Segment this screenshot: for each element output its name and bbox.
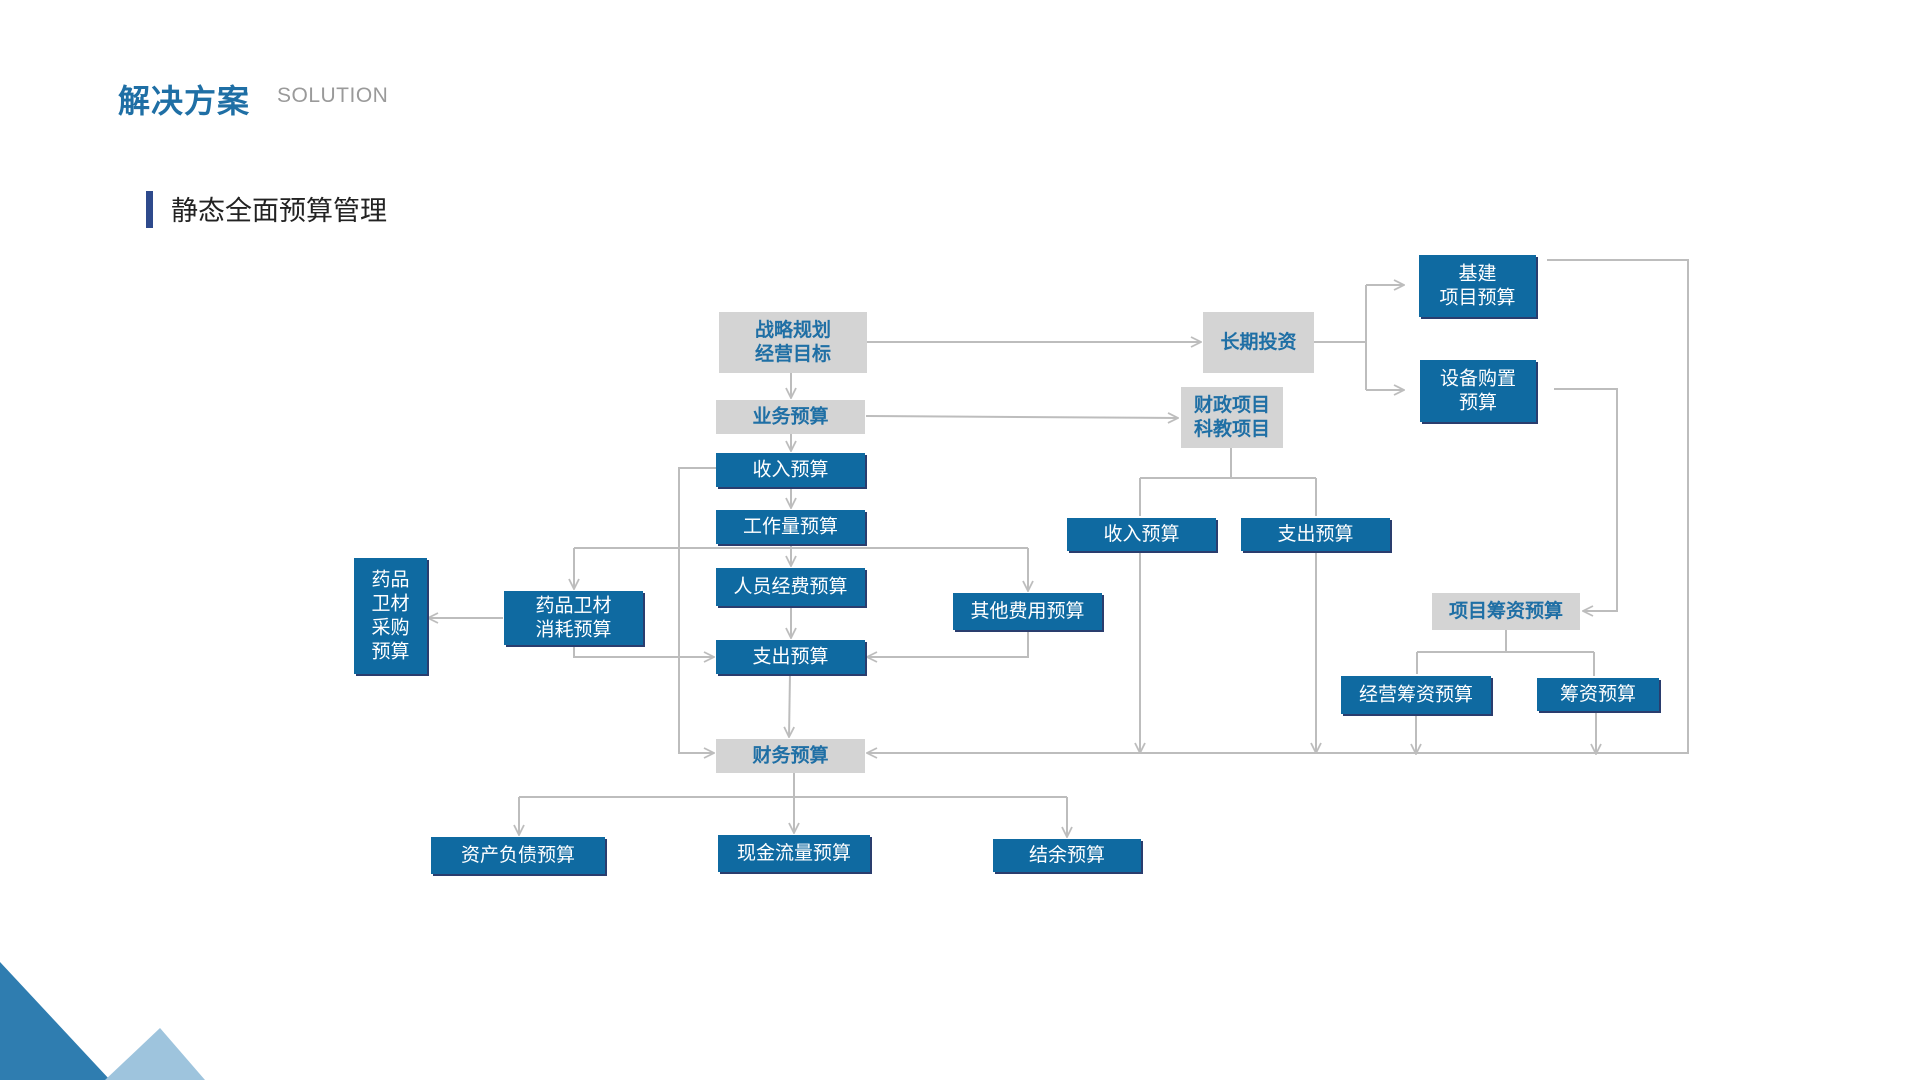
node-box (1341, 676, 1491, 714)
node-shouru: 收入预算 (716, 453, 867, 489)
node-renyuan: 人员经费预算 (716, 568, 867, 608)
node-box (1203, 312, 1314, 373)
node-box (1241, 518, 1390, 551)
node-label: 财务预算 (752, 743, 828, 766)
header-subtitle: SOLUTION (277, 84, 389, 107)
node-label: 工作量预算 (743, 515, 838, 537)
node-label: 收入预算 (1103, 523, 1179, 545)
corner-decoration (0, 962, 205, 1080)
node-box (716, 739, 865, 773)
node-label: 收入预算 (752, 458, 828, 480)
diagram-nodes: 战略规划经营目标业务预算收入预算工作量预算人员经费预算支出预算财务预算药品卫材消… (354, 255, 1661, 876)
node-xiangmu: 项目筹资预算 (1432, 593, 1580, 630)
node-yewu: 业务预算 (716, 400, 865, 434)
node-label: 药品 (371, 568, 409, 590)
node-gongzuo: 工作量预算 (716, 510, 867, 546)
node-box (716, 400, 865, 434)
node-box (718, 835, 870, 872)
connector-7 (789, 673, 790, 737)
node-label: 设备购置 (1440, 367, 1516, 389)
connector-14 (678, 467, 716, 753)
node-label: 采购 (371, 616, 409, 638)
connector-11 (573, 645, 714, 657)
node-chouzi: 筹资预算 (1537, 678, 1661, 713)
node-label: 科教项目 (1194, 417, 1270, 440)
node-label: 财政项目 (1194, 393, 1270, 416)
node-label: 卫材 (371, 592, 409, 614)
node-label: 结余预算 (1029, 844, 1105, 866)
node-label: 现金流量预算 (737, 842, 851, 864)
node-label: 资产负债预算 (461, 844, 575, 866)
node-box (1419, 255, 1536, 317)
node-jieyu: 结余预算 (993, 839, 1143, 874)
node-label: 药品卫材 (535, 594, 611, 616)
node-box (1432, 593, 1580, 630)
node-zhichu: 支出预算 (716, 640, 867, 676)
node-label: 项目筹资预算 (1449, 599, 1563, 622)
connector-lines (428, 259, 1689, 837)
node-box (716, 568, 865, 606)
node-box (1420, 360, 1536, 422)
node-label: 其他费用预算 (970, 600, 1084, 622)
node-label: 基建 (1458, 262, 1496, 284)
node-label: 业务预算 (752, 404, 828, 427)
node-label: 战略规划 (755, 318, 831, 341)
node-box (431, 837, 605, 874)
node-box (719, 312, 867, 373)
node-box (993, 839, 1141, 872)
node-box (953, 593, 1102, 630)
node-zhichu2: 支出预算 (1241, 518, 1392, 553)
section-accent-bar (146, 191, 153, 228)
node-label: 预算 (1459, 391, 1497, 413)
node-box (354, 558, 427, 674)
connector-30 (1554, 388, 1618, 611)
node-qita: 其他费用预算 (953, 593, 1104, 632)
node-changqi: 长期投资 (1203, 312, 1314, 373)
section-title: 静态全面预算管理 (171, 196, 387, 227)
node-box (716, 640, 865, 674)
node-label: 支出预算 (1277, 523, 1353, 545)
node-xianjin: 现金流量预算 (718, 835, 872, 874)
node-caiwu: 财务预算 (716, 739, 865, 773)
node-jingying: 经营筹资预算 (1341, 676, 1493, 716)
node-label: 支出预算 (752, 645, 828, 667)
node-zichan: 资产负债预算 (431, 837, 607, 876)
node-label: 项目预算 (1439, 286, 1515, 308)
node-label: 长期投资 (1220, 330, 1296, 353)
node-label: 经营筹资预算 (1359, 683, 1473, 705)
node-shouru2: 收入预算 (1067, 518, 1218, 553)
node-box (1537, 678, 1659, 711)
node-label: 预算 (371, 640, 409, 662)
node-label: 筹资预算 (1560, 683, 1636, 705)
node-box (1181, 387, 1283, 448)
node-label: 消耗预算 (535, 618, 611, 640)
node-box (1067, 518, 1216, 551)
node-box (716, 510, 865, 544)
node-box (504, 591, 643, 645)
connector-29 (867, 259, 1689, 753)
node-label: 人员经费预算 (733, 575, 847, 597)
node-label: 经营目标 (755, 342, 831, 365)
header-title: 解决方案 (118, 82, 251, 120)
connector-2 (865, 416, 1178, 418)
connector-13 (867, 630, 1029, 657)
node-box (716, 453, 865, 487)
